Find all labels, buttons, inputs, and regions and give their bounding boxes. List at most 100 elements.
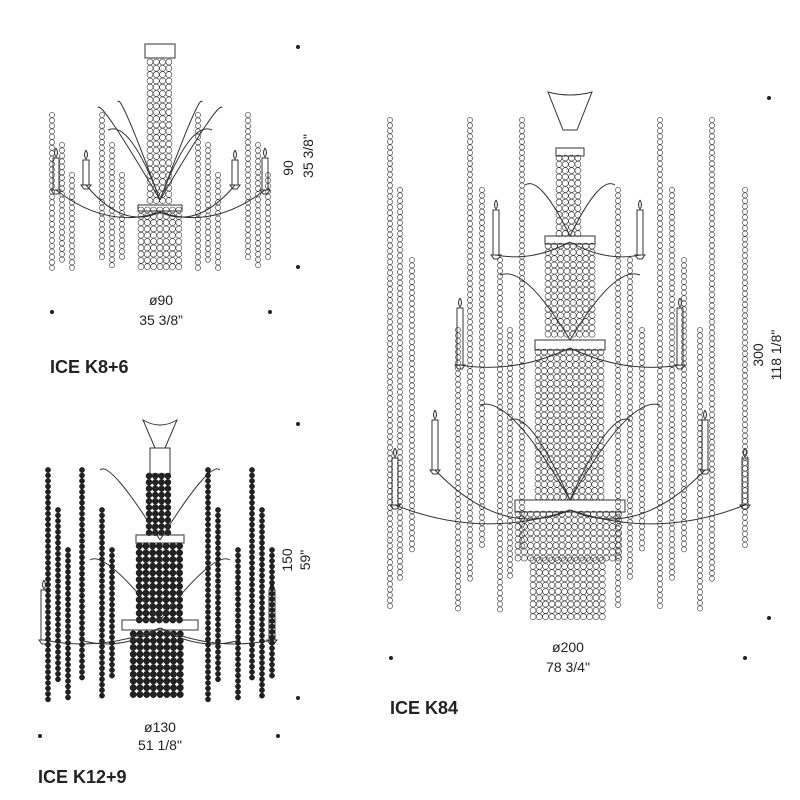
crystal-bead [561, 562, 568, 570]
crystal-bead [149, 562, 157, 570]
crystal-bead [175, 263, 183, 271]
crystal-bead [573, 569, 581, 576]
crystal-bead [561, 192, 569, 200]
crystal-bead [69, 172, 75, 178]
crystal-bead [69, 264, 75, 271]
crystal-bead [519, 242, 525, 249]
crystal-bead [249, 559, 255, 566]
crystal-bead [467, 144, 473, 151]
crystal-bead [387, 390, 393, 396]
crystal-bead [709, 291, 715, 298]
crystal-bead [597, 392, 605, 400]
crystal-bead [534, 462, 542, 469]
crystal-bead [497, 459, 503, 465]
crystal-bead [627, 470, 633, 476]
crystal-bead [79, 647, 85, 654]
crystal-bead [387, 308, 393, 314]
crystal-bead [205, 147, 211, 154]
candle-cup [429, 469, 441, 475]
crystal-bead [215, 572, 221, 579]
crystal-bead [681, 491, 687, 498]
crystal-bead [195, 139, 201, 146]
crystal-bead [669, 487, 675, 494]
crystal-bead [397, 536, 403, 543]
crystal-bead [559, 493, 567, 501]
crystal-bead [574, 198, 582, 206]
crystal-bead [709, 259, 715, 265]
crystal-bead [467, 160, 473, 167]
crystal-bead [387, 198, 393, 205]
crystal-bead [597, 399, 605, 406]
crystal-bead [519, 280, 525, 287]
crystal-bead [559, 373, 567, 381]
crystal-bead [259, 665, 265, 672]
crystal-bead [550, 299, 558, 307]
crystal-bead [45, 538, 51, 544]
crystal-bead [135, 562, 143, 570]
crystal-bead [627, 442, 633, 449]
crystal-bead [497, 257, 503, 263]
crystal-bead [162, 263, 170, 271]
crystal-bead [195, 161, 201, 168]
crystal-bead [479, 307, 485, 314]
crystal-bead [397, 329, 403, 335]
crystal-bead [709, 220, 715, 227]
crystal-bead [387, 384, 393, 391]
crystal-bead [627, 562, 633, 569]
crystal-bead [245, 226, 251, 233]
crystal-bead [568, 198, 575, 206]
crystal-bead [742, 274, 748, 281]
crystal-bead [205, 543, 211, 550]
crystal-bead [697, 534, 703, 541]
crystal-bead [245, 215, 251, 222]
crystal-bead [156, 238, 164, 245]
crystal-bead [578, 436, 586, 444]
crystal-bead [555, 205, 563, 212]
crystal-bead [249, 658, 255, 664]
crystal-bead [590, 548, 597, 556]
crystal-bead [397, 514, 403, 521]
crystal-bead [585, 480, 592, 488]
crystal-bead [681, 524, 687, 531]
crystal-bead [145, 485, 153, 492]
crystal-bead [158, 491, 165, 499]
crystal-bead [669, 514, 675, 521]
crystal-bead [592, 562, 600, 570]
crystal-bead [544, 286, 552, 294]
crystal-bead [215, 237, 221, 244]
crystal-bead [681, 322, 687, 329]
crystal-bead [657, 411, 663, 418]
crystal-bead [639, 474, 645, 481]
crystal-bead [596, 529, 604, 537]
crystal-bead [205, 636, 211, 643]
crystal-bead [387, 117, 393, 123]
crystal-bead [387, 581, 393, 587]
crystal-bead [585, 361, 592, 368]
crystal-bead [49, 117, 55, 124]
decorative-frond [509, 418, 571, 501]
crystal-bead [45, 663, 51, 670]
crystal-bead [467, 510, 473, 517]
crystal-bead [205, 625, 211, 632]
crystal-bead [567, 569, 575, 576]
crystal-bead [547, 424, 554, 431]
crystal-bead [567, 607, 575, 614]
crystal-bead [99, 589, 105, 595]
crystal-bead [149, 555, 157, 563]
crystal-bead [681, 399, 687, 405]
crystal-bead [79, 630, 85, 637]
crystal-bead [397, 574, 403, 581]
crystal-bead [99, 556, 105, 562]
crystal-bead [497, 541, 503, 547]
crystal-bead [129, 643, 137, 651]
crystal-bead [559, 468, 567, 476]
crystal-bead [602, 529, 610, 537]
crystal-bead [109, 245, 115, 252]
crystal-bead [79, 478, 85, 484]
crystal-bead [215, 507, 221, 513]
crystal-bead [169, 225, 176, 233]
crystal-bead [657, 280, 663, 287]
crystal-bead [709, 406, 715, 413]
crystal-bead [681, 420, 687, 427]
crystal-bead [159, 71, 166, 78]
